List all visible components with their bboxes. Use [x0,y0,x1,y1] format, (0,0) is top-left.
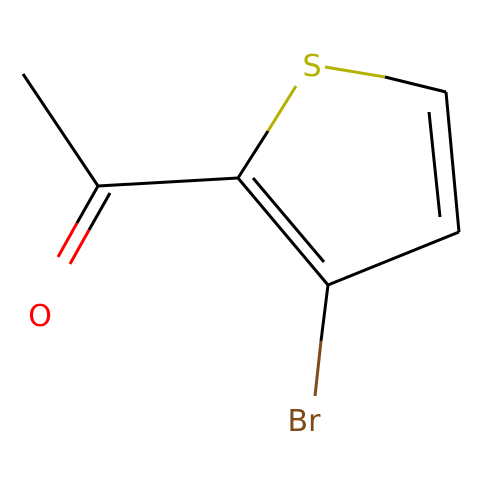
bond-methyl-carbonyl [21,73,100,187]
bond-carbonyl-oxygen-2 [87,192,112,231]
oxygen-label: O [28,299,52,334]
atom-labels: S O Br [28,49,321,439]
bond-c3-c2 [236,177,330,286]
bond-c3-c2-inner [251,177,326,263]
bond-c5-c4-inner [427,111,442,218]
bond-c5-c4 [444,91,461,233]
sulfur-label: S [302,49,321,84]
bond-c4-c3 [327,230,460,287]
bond-carbonyl-c2 [97,176,239,188]
bonds [21,65,461,397]
bond-c3-bromine-b [313,340,323,397]
bond-c3-bromine-a [319,284,330,342]
bond-sulfur-c5-b [384,75,447,94]
bond-sulfur-c5-a [324,65,386,79]
bond-c2-sulfur-a [236,130,270,179]
bond-carbonyl-oxygen-1 [75,185,100,224]
bond-carbonyl-oxygen-2b [68,229,91,265]
bromine-label: Br [288,404,322,439]
bond-c2-sulfur-b [266,85,298,132]
bond-carbonyl-oxygen-1b [56,222,79,258]
